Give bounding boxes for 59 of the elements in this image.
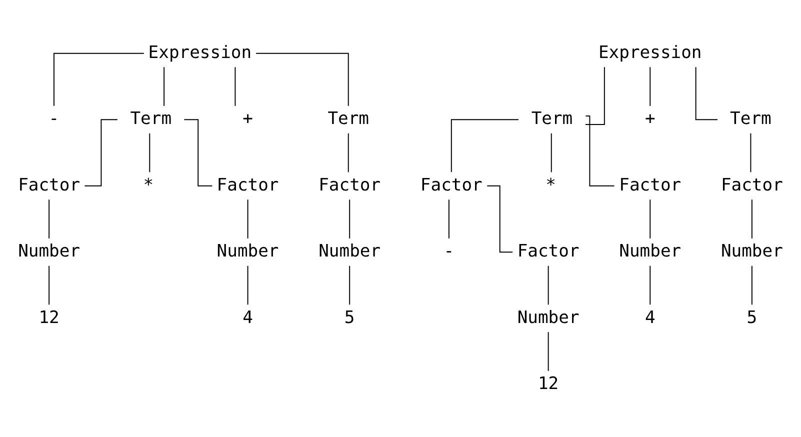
node-text: Term: [730, 108, 772, 129]
node-text: Number: [720, 241, 783, 262]
connector: [650, 264, 651, 305]
connector: [349, 198, 350, 238]
connector: [750, 132, 752, 172]
connector: [234, 66, 236, 106]
connector: [164, 66, 165, 106]
node-text: 12: [38, 307, 60, 328]
node-text: 5: [344, 307, 355, 328]
connector: [48, 198, 50, 238]
node-text: Number: [619, 241, 682, 262]
node-text: Expression: [148, 42, 252, 62]
connector: [695, 66, 718, 120]
node-text: Term: [328, 108, 370, 129]
connector: [450, 118, 519, 172]
connector: [751, 198, 752, 238]
connector: [550, 132, 552, 172]
connector: [650, 198, 651, 238]
connector: [84, 118, 118, 186]
node-text: +: [644, 108, 656, 129]
node-text: Factor: [318, 174, 381, 195]
connector: [349, 264, 350, 305]
node-text: Term: [130, 108, 172, 129]
connector: [247, 264, 248, 305]
node-text: 5: [746, 307, 758, 328]
node-text: Factor: [619, 174, 682, 195]
node-text: Number: [216, 241, 279, 262]
connector: [247, 198, 248, 238]
connector: [48, 264, 50, 305]
connector: [256, 52, 349, 106]
connector: [184, 118, 213, 186]
node-text: *: [143, 174, 154, 195]
node-text: 4: [242, 307, 253, 328]
node-text: Factor: [216, 174, 279, 195]
node-text: -: [48, 108, 60, 129]
node-text: -: [444, 241, 454, 262]
node-text: *: [546, 174, 556, 195]
node-text: Term: [531, 108, 573, 129]
node-text: 12: [538, 374, 559, 394]
node-text: Factor: [18, 174, 80, 195]
connector: [149, 132, 150, 172]
node-text: Factor: [517, 241, 580, 262]
node-text: Expression: [598, 42, 702, 62]
connector: [448, 198, 450, 238]
connector: [548, 264, 549, 305]
connector: [650, 66, 651, 106]
node-text: Factor: [420, 174, 482, 195]
node-text: 4: [644, 307, 656, 328]
connector: [751, 264, 752, 305]
node-text: Number: [318, 241, 381, 262]
connector: [348, 132, 349, 172]
node-text: Number: [517, 307, 580, 328]
connector: [548, 331, 549, 371]
node-text: Factor: [720, 174, 783, 195]
node-text: Number: [18, 241, 80, 262]
connector: [585, 114, 615, 186]
node-text: +: [242, 108, 253, 129]
connector: [53, 52, 144, 106]
connector: [585, 66, 605, 125]
